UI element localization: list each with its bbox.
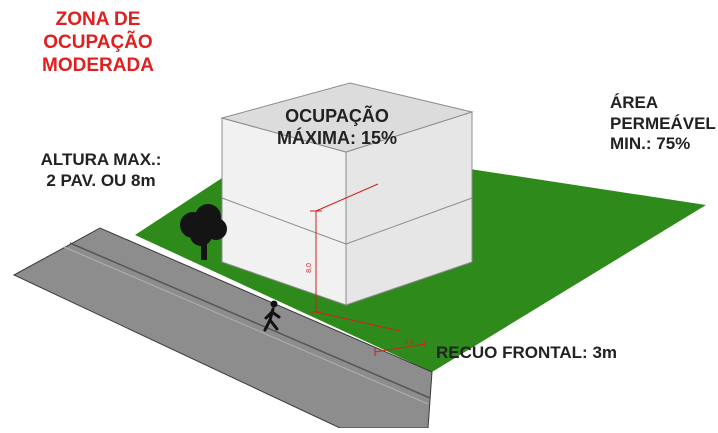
occupation-label: OCUPAÇÃO MÁXIMA: 15% <box>276 106 397 148</box>
zone-title: ZONA DE OCUPAÇÃO MODERADA <box>42 9 154 77</box>
permeable-area-label: ÁREA PERMEÁVEL MIN.: 75% <box>610 93 716 154</box>
height-dimension-value: 8,0 <box>306 263 313 273</box>
road-curb-line <box>69 242 431 399</box>
tree-icon <box>180 204 227 260</box>
building-floor-division-side <box>345 197 473 245</box>
height-dimension <box>310 183 401 332</box>
road-curb-line-2 <box>63 246 429 405</box>
front-setback-label: RECUO FRONTAL: 3m <box>436 343 618 362</box>
setback-dimension <box>374 340 426 356</box>
setback-dimension-value: 3,0 <box>404 339 414 346</box>
height-limit-label: ALTURA MAX.: 2 PAV. OU 8m <box>40 150 162 190</box>
pedestrian-icon <box>263 300 281 332</box>
road <box>12 227 433 429</box>
building-floor-division <box>221 197 347 245</box>
building-top-face <box>220 82 474 153</box>
